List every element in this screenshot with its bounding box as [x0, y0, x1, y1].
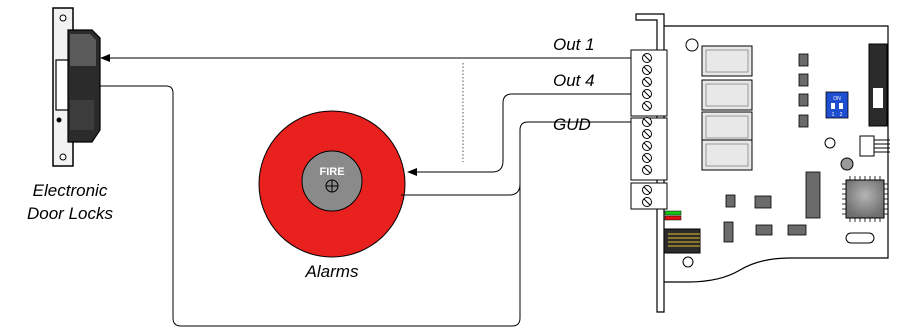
- led-red: [664, 215, 682, 221]
- out1-label: Out 1: [553, 35, 595, 54]
- gud-label: GUD: [553, 115, 591, 134]
- wires: [100, 54, 631, 327]
- alarm-bell: [258, 110, 406, 258]
- header-connector: [868, 43, 888, 127]
- door-locks-label: Electronic Door Locks: [2, 181, 138, 224]
- relays: [701, 45, 753, 171]
- door-locks-label-line1: Electronic: [32, 181, 108, 200]
- relay-4: [701, 139, 753, 171]
- mounting-hole-bottom: [682, 256, 694, 268]
- relay-2: [701, 79, 753, 111]
- dip-on-label: ON: [833, 96, 841, 102]
- pin-connector: [859, 135, 890, 157]
- dip-1-label: 1: [832, 112, 835, 118]
- crystal: [845, 232, 875, 244]
- faceplate-hole: [56, 117, 62, 123]
- wire-out4: [407, 93, 631, 176]
- mounting-hole-top: [685, 38, 699, 52]
- faceplate-screw-bottom: [59, 153, 67, 161]
- dip-2-label: 2: [840, 112, 843, 118]
- alarms-label: Alarms: [305, 262, 359, 281]
- controller-board: [630, 13, 890, 313]
- capacitor-1: [824, 137, 836, 149]
- led-green: [664, 210, 682, 216]
- capacitor-2: [840, 157, 854, 171]
- small-components: [723, 53, 821, 243]
- relay-1: [701, 45, 753, 77]
- wire-alarm-return: [401, 130, 521, 196]
- main-chip: [842, 176, 888, 222]
- edge-connector: [663, 228, 701, 254]
- door-lock: [52, 7, 101, 167]
- dip-switch: [825, 91, 849, 119]
- door-locks-label-line2: Door Locks: [27, 204, 113, 223]
- wire-lock-return: [100, 85, 631, 327]
- fire-label: FIRE: [319, 166, 344, 178]
- faceplate-screw-top: [59, 14, 67, 22]
- out4-label: Out 4: [553, 71, 595, 90]
